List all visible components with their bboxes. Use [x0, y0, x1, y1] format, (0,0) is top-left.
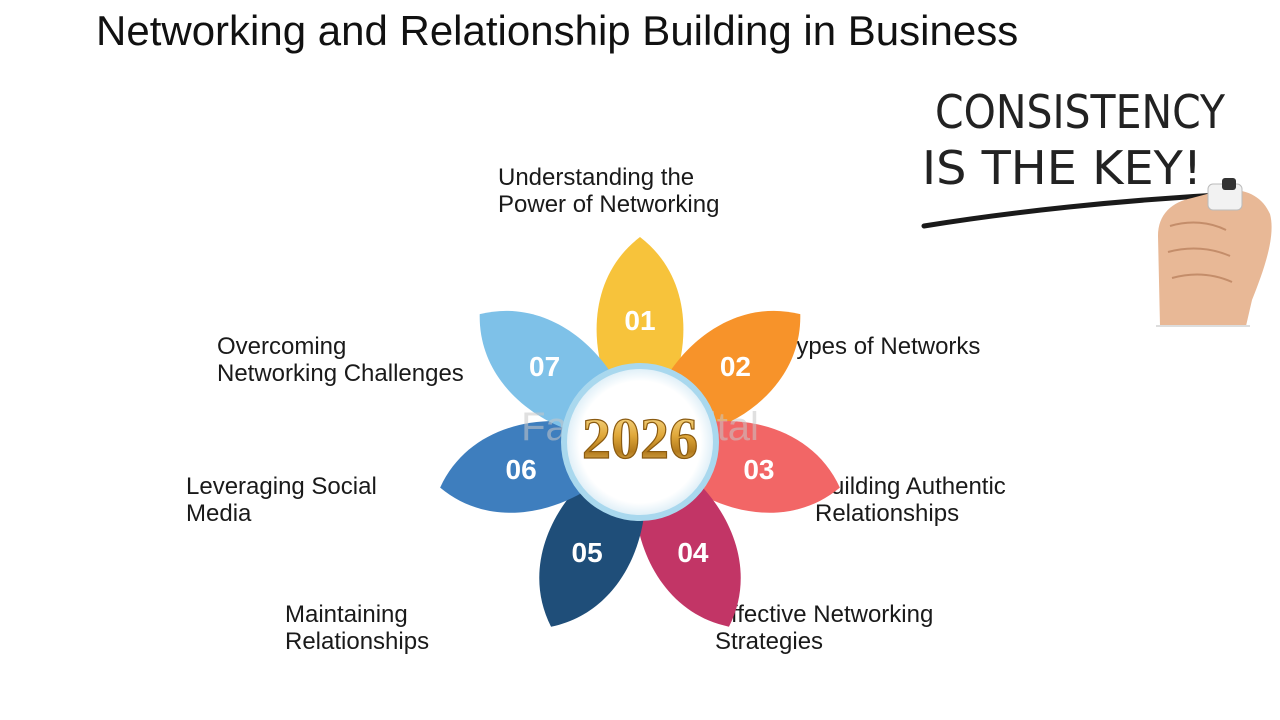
hand-icon — [1156, 178, 1272, 327]
slogan-line-2: IS THE KEY! — [922, 141, 1202, 195]
petal-03 — [690, 421, 840, 513]
underline-stroke — [921, 191, 1239, 229]
petal-number-01: 01 — [624, 305, 655, 336]
label-step-06: Leveraging Social Media — [186, 473, 377, 527]
petal-01 — [596, 237, 684, 390]
center-circle — [561, 363, 719, 521]
slogan-line-1: CONSISTENCY — [935, 85, 1226, 139]
label-step-03: Building Authentic Relationships — [815, 473, 1006, 527]
label-step-01: Understanding the Power of Networking — [498, 164, 720, 218]
petal-06 — [440, 421, 590, 513]
petal-shape-06 — [440, 421, 590, 513]
label-step-05: Maintaining Relationships — [285, 601, 430, 655]
label-step-04: Effective Networking Strategies — [715, 601, 934, 655]
center-year: 2026 — [582, 406, 698, 471]
petal-shape-03 — [690, 421, 840, 513]
petal-number-06: 06 — [506, 454, 537, 485]
petal-shape-01 — [596, 237, 684, 390]
label-step-07: Overcoming Networking Challenges — [217, 333, 464, 387]
petal-number-02: 02 — [720, 351, 751, 382]
label-step-02: Types of Networks — [783, 333, 981, 360]
petal-number-03: 03 — [743, 454, 774, 485]
page-title: Networking and Relationship Building in … — [96, 7, 1019, 54]
petal-number-05: 05 — [572, 537, 603, 568]
petal-number-07: 07 — [529, 351, 560, 382]
petal-number-04: 04 — [677, 537, 709, 568]
